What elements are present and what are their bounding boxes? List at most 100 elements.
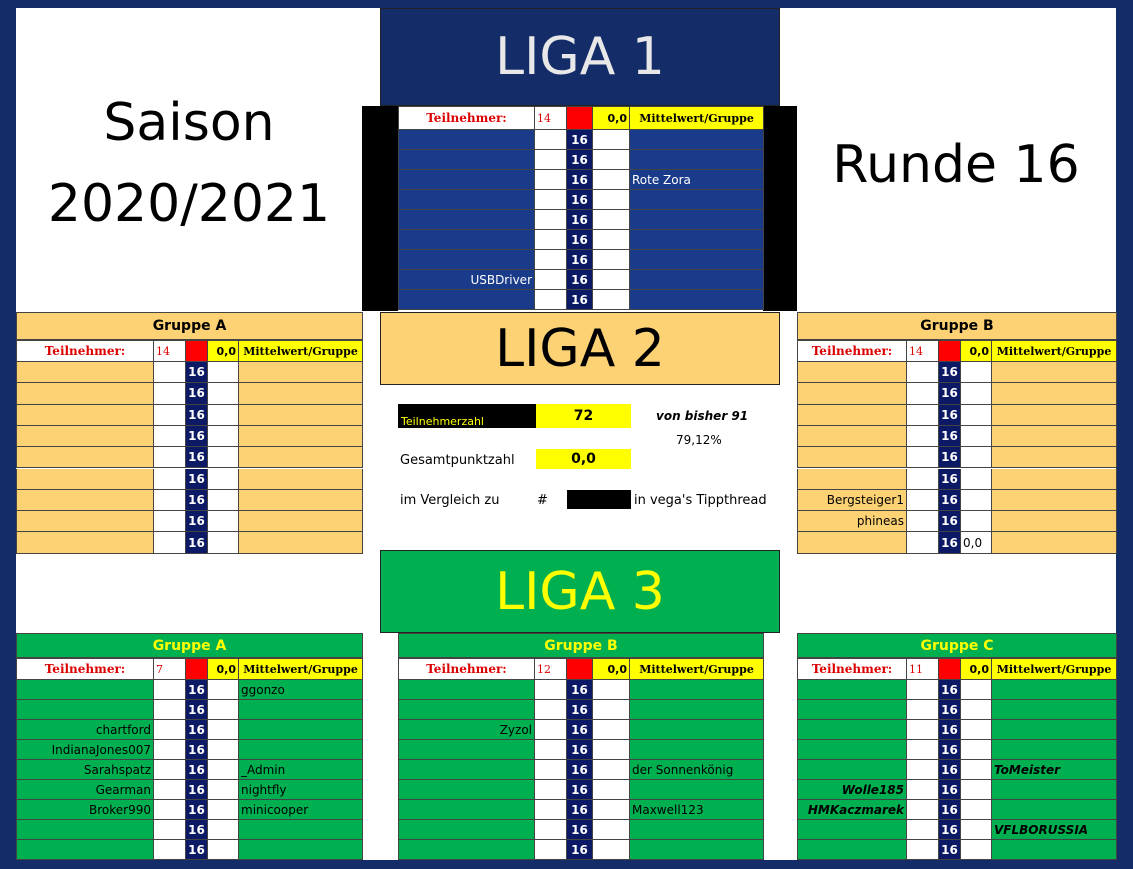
participant-name-left [16, 820, 154, 840]
participant-name-right [630, 720, 764, 740]
points-cell [907, 447, 939, 469]
score-cell [961, 720, 992, 740]
round-number: 16 [186, 532, 208, 554]
frame-top [0, 0, 1133, 8]
round-number: 16 [567, 130, 593, 150]
score-cell [593, 720, 630, 740]
score-cell [593, 820, 630, 840]
participant-name-left [398, 170, 535, 190]
points-cell [907, 680, 939, 700]
participant-name-left [398, 210, 535, 230]
participant-name-right [630, 780, 764, 800]
round-number: 16 [186, 489, 208, 512]
participant-name-right [239, 511, 363, 533]
participant-name-left [398, 680, 535, 700]
participant-name-left: Wolle185 [797, 780, 907, 800]
round-number: 16 [186, 404, 208, 426]
participant-name-right [992, 511, 1117, 533]
points-cell [535, 680, 567, 700]
round-number: 16 [186, 720, 208, 740]
table-row: 16 [398, 740, 764, 760]
participant-name-left [797, 425, 907, 448]
points-cell [535, 760, 567, 780]
round-number: 16 [567, 700, 593, 720]
score-cell [593, 190, 630, 210]
table-row: 16 [398, 820, 764, 840]
score-cell [593, 230, 630, 250]
participant-name-right [992, 489, 1117, 512]
participants-label: Teilnehmerzahl [398, 404, 536, 428]
compare-hash: # [537, 492, 548, 508]
round-number: 16 [567, 250, 593, 270]
score-cell [208, 489, 239, 512]
compare-value [567, 490, 631, 509]
points-cell [154, 425, 186, 448]
participant-name-left: HMKaczmarek [797, 800, 907, 820]
round-label: Runde 16 [832, 135, 1080, 195]
participant-name-left [797, 720, 907, 740]
round-number: 16 [186, 820, 208, 840]
participant-name-right: Rote Zora [630, 170, 764, 190]
round-number: 16 [567, 190, 593, 210]
points-cell [907, 532, 939, 554]
table-row: 16 [797, 447, 1117, 469]
round-number: 16 [939, 511, 961, 533]
group-average-label: Mittelwert/Gruppe [992, 340, 1117, 362]
round-number: 16 [939, 425, 961, 448]
participant-name-left [16, 383, 154, 405]
participant-name-left [797, 820, 907, 840]
score-cell [208, 780, 239, 800]
status-indicator [186, 658, 208, 680]
score-cell [961, 489, 992, 512]
points-cell [154, 700, 186, 720]
points-cell [154, 760, 186, 780]
points-cell [907, 511, 939, 533]
participant-name-right [239, 489, 363, 512]
participant-name-left [797, 468, 907, 490]
participant-name-right [630, 210, 764, 230]
participant-name-right: ToMeister [992, 760, 1117, 780]
points-cell [535, 190, 567, 210]
participant-name-right [630, 820, 764, 840]
participant-name-left [398, 840, 535, 860]
points-cell [907, 760, 939, 780]
participant-name-left [16, 468, 154, 490]
season-panel [16, 8, 362, 311]
participant-name-left [398, 780, 535, 800]
participants-percent: 79,12% [676, 433, 722, 447]
participant-name-left: Zyzol [398, 720, 535, 740]
round-number: 16 [567, 230, 593, 250]
table-row: 16 [398, 700, 764, 720]
participant-name-right [239, 820, 363, 840]
points-cell [907, 489, 939, 512]
participant-name-left [797, 404, 907, 426]
score-cell [593, 740, 630, 760]
score-cell [961, 780, 992, 800]
participant-name-left [797, 700, 907, 720]
score-cell [593, 210, 630, 230]
liga3-groupC-title: Gruppe C [797, 633, 1117, 658]
group-average-label: Mittelwert/Gruppe [630, 106, 764, 130]
participant-name-right: ggonzo [239, 680, 363, 700]
points-cell [535, 820, 567, 840]
table-row: 16 [16, 700, 363, 720]
participant-name-left [16, 489, 154, 512]
participants-header: Teilnehmer: [398, 106, 535, 130]
season-year: 2020/2021 [47, 174, 331, 234]
table-row: 16 [398, 210, 764, 230]
points-cell [154, 511, 186, 533]
round-number: 16 [939, 447, 961, 469]
table-row: 16 [16, 425, 363, 448]
participants-value: 72 [536, 404, 631, 428]
score-cell [593, 150, 630, 170]
table-row: 16 [797, 720, 1117, 740]
participant-name-left [16, 532, 154, 554]
score-cell [961, 760, 992, 780]
average-value: 0,0 [961, 340, 992, 362]
round-number: 16 [567, 840, 593, 860]
round-number: 16 [186, 362, 208, 384]
